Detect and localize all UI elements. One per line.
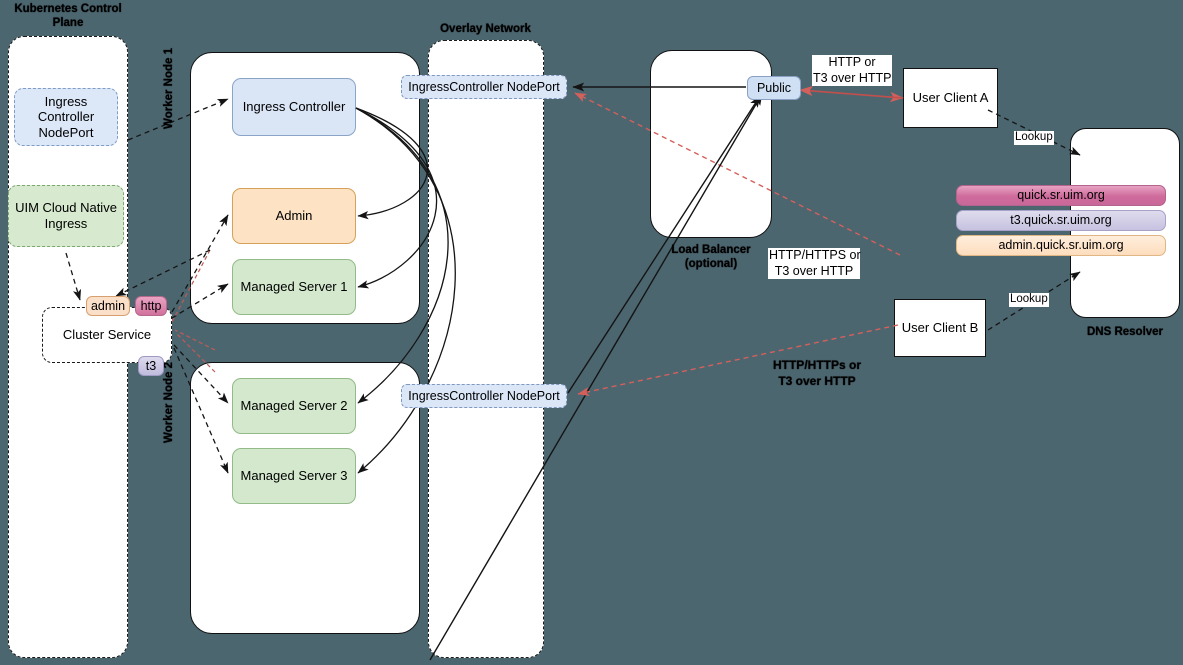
control-plane-ingress-controller-nodeport[interactable]: Ingress Controller NodePort xyxy=(14,88,118,146)
edge-label-http-or-t3-line2: T3 over HTTP xyxy=(813,70,892,85)
user-client-a[interactable]: User Client A xyxy=(903,68,998,128)
pod-managed-server-3[interactable]: Managed Server 3 xyxy=(232,448,356,504)
pod-managed-server-2[interactable]: Managed Server 2 xyxy=(232,378,356,434)
overlay-ingress-controller-nodeport-top[interactable]: IngressController NodePort xyxy=(401,75,567,99)
cluster-service-port-admin[interactable]: admin xyxy=(86,296,130,316)
worker-node-2-text: Worker Node 2 xyxy=(163,362,175,443)
worker-node-1-label: Worker Node 1 xyxy=(163,48,175,129)
dns-resolver-caption-text: DNS Resolver xyxy=(1086,326,1164,338)
edge-label-lookup-b: Lookup xyxy=(1009,293,1049,307)
caption-overlay-network-text: Overlay Network xyxy=(440,23,531,35)
dns-record-admin[interactable]: admin.quick.sr.uim.org xyxy=(956,235,1166,256)
cluster-service-port-t3[interactable]: t3 xyxy=(138,356,164,376)
cluster-service[interactable]: Cluster Service xyxy=(42,307,172,363)
uim-cloud-native-ingress-label: UIM Cloud Native Ingress xyxy=(15,200,117,231)
pod-managed-server-3-label: Managed Server 3 xyxy=(240,468,348,484)
edge-label-http-or-t3-line1: HTTP or xyxy=(828,55,876,69)
pod-ingress-controller[interactable]: Ingress Controller xyxy=(232,78,356,136)
user-client-b[interactable]: User Client B xyxy=(894,299,986,357)
edge-label-https-t3-upper-line1: HTTP/HTTPS or xyxy=(769,248,861,262)
edge-label-https-t3-upper: HTTP/HTTPS or T3 over HTTP xyxy=(768,248,861,280)
control-plane-ingress-controller-nodeport-label: Ingress Controller NodePort xyxy=(37,93,95,140)
dns-record-quick[interactable]: quick.sr.uim.org xyxy=(956,185,1166,206)
overlay-network-container xyxy=(428,40,544,658)
overlay-ingress-controller-nodeport-top-label: IngressController NodePort xyxy=(408,79,560,94)
user-client-a-label: User Client A xyxy=(912,90,989,106)
edge-label-https-t3-lower-line1: HTTP/HTTPs or xyxy=(772,358,861,372)
load-balancer-public-chip[interactable]: Public xyxy=(747,76,801,100)
load-balancer-public-chip-label: Public xyxy=(756,80,792,95)
cluster-service-port-admin-label: admin xyxy=(90,298,126,313)
pod-admin-label: Admin xyxy=(275,208,313,224)
caption-load-balancer: Load Balancer (optional) xyxy=(650,243,772,272)
dns-record-t3-label: t3.quick.sr.uim.org xyxy=(1010,213,1112,227)
cluster-service-port-t3-label: t3 xyxy=(145,358,157,373)
cluster-service-port-http[interactable]: http xyxy=(135,296,167,316)
edge-label-https-t3-lower-line2: T3 over HTTP xyxy=(778,373,856,388)
dns-record-quick-label: quick.sr.uim.org xyxy=(1017,188,1105,202)
edge-label-lookup-a: Lookup xyxy=(1014,131,1054,145)
dns-record-t3[interactable]: t3.quick.sr.uim.org xyxy=(956,210,1166,231)
cluster-service-label: Cluster Service xyxy=(62,327,152,343)
edge-label-lookup-a-text: Lookup xyxy=(1015,131,1053,143)
dns-record-admin-label: admin.quick.sr.uim.org xyxy=(998,238,1124,252)
pod-managed-server-2-label: Managed Server 2 xyxy=(240,398,348,414)
overlay-ingress-controller-nodeport-bottom[interactable]: IngressController NodePort xyxy=(401,384,567,408)
edge-label-http-or-t3: HTTP or T3 over HTTP xyxy=(812,55,892,87)
edge-label-https-t3-upper-line2: T3 over HTTP xyxy=(774,263,854,278)
edge-label-https-t3-lower: HTTP/HTTPs or T3 over HTTP xyxy=(762,358,872,389)
edge-label-lookup-b-text: Lookup xyxy=(1010,293,1048,305)
pod-managed-server-1[interactable]: Managed Server 1 xyxy=(232,259,356,315)
pod-managed-server-1-label: Managed Server 1 xyxy=(240,279,348,295)
caption-dns-resolver: DNS Resolver xyxy=(1065,325,1183,339)
uim-cloud-native-ingress[interactable]: UIM Cloud Native Ingress xyxy=(8,185,124,247)
caption-overlay-network: Overlay Network xyxy=(428,22,543,36)
load-balancer-caption-line1: Load Balancer xyxy=(671,244,751,256)
load-balancer-caption-line2: (optional) xyxy=(684,258,738,271)
pod-admin[interactable]: Admin xyxy=(232,188,356,244)
pod-ingress-controller-label: Ingress Controller xyxy=(242,99,346,115)
caption-control-plane: Kubernetes Control Plane xyxy=(8,2,128,31)
worker-node-2-label: Worker Node 2 xyxy=(163,362,175,443)
overlay-ingress-controller-nodeport-bottom-label: IngressController NodePort xyxy=(408,388,560,403)
cluster-service-port-http-label: http xyxy=(140,298,162,313)
worker-node-1-text: Worker Node 1 xyxy=(163,48,175,129)
caption-control-plane-text: Kubernetes Control Plane xyxy=(14,3,122,30)
user-client-b-label: User Client B xyxy=(901,320,979,336)
